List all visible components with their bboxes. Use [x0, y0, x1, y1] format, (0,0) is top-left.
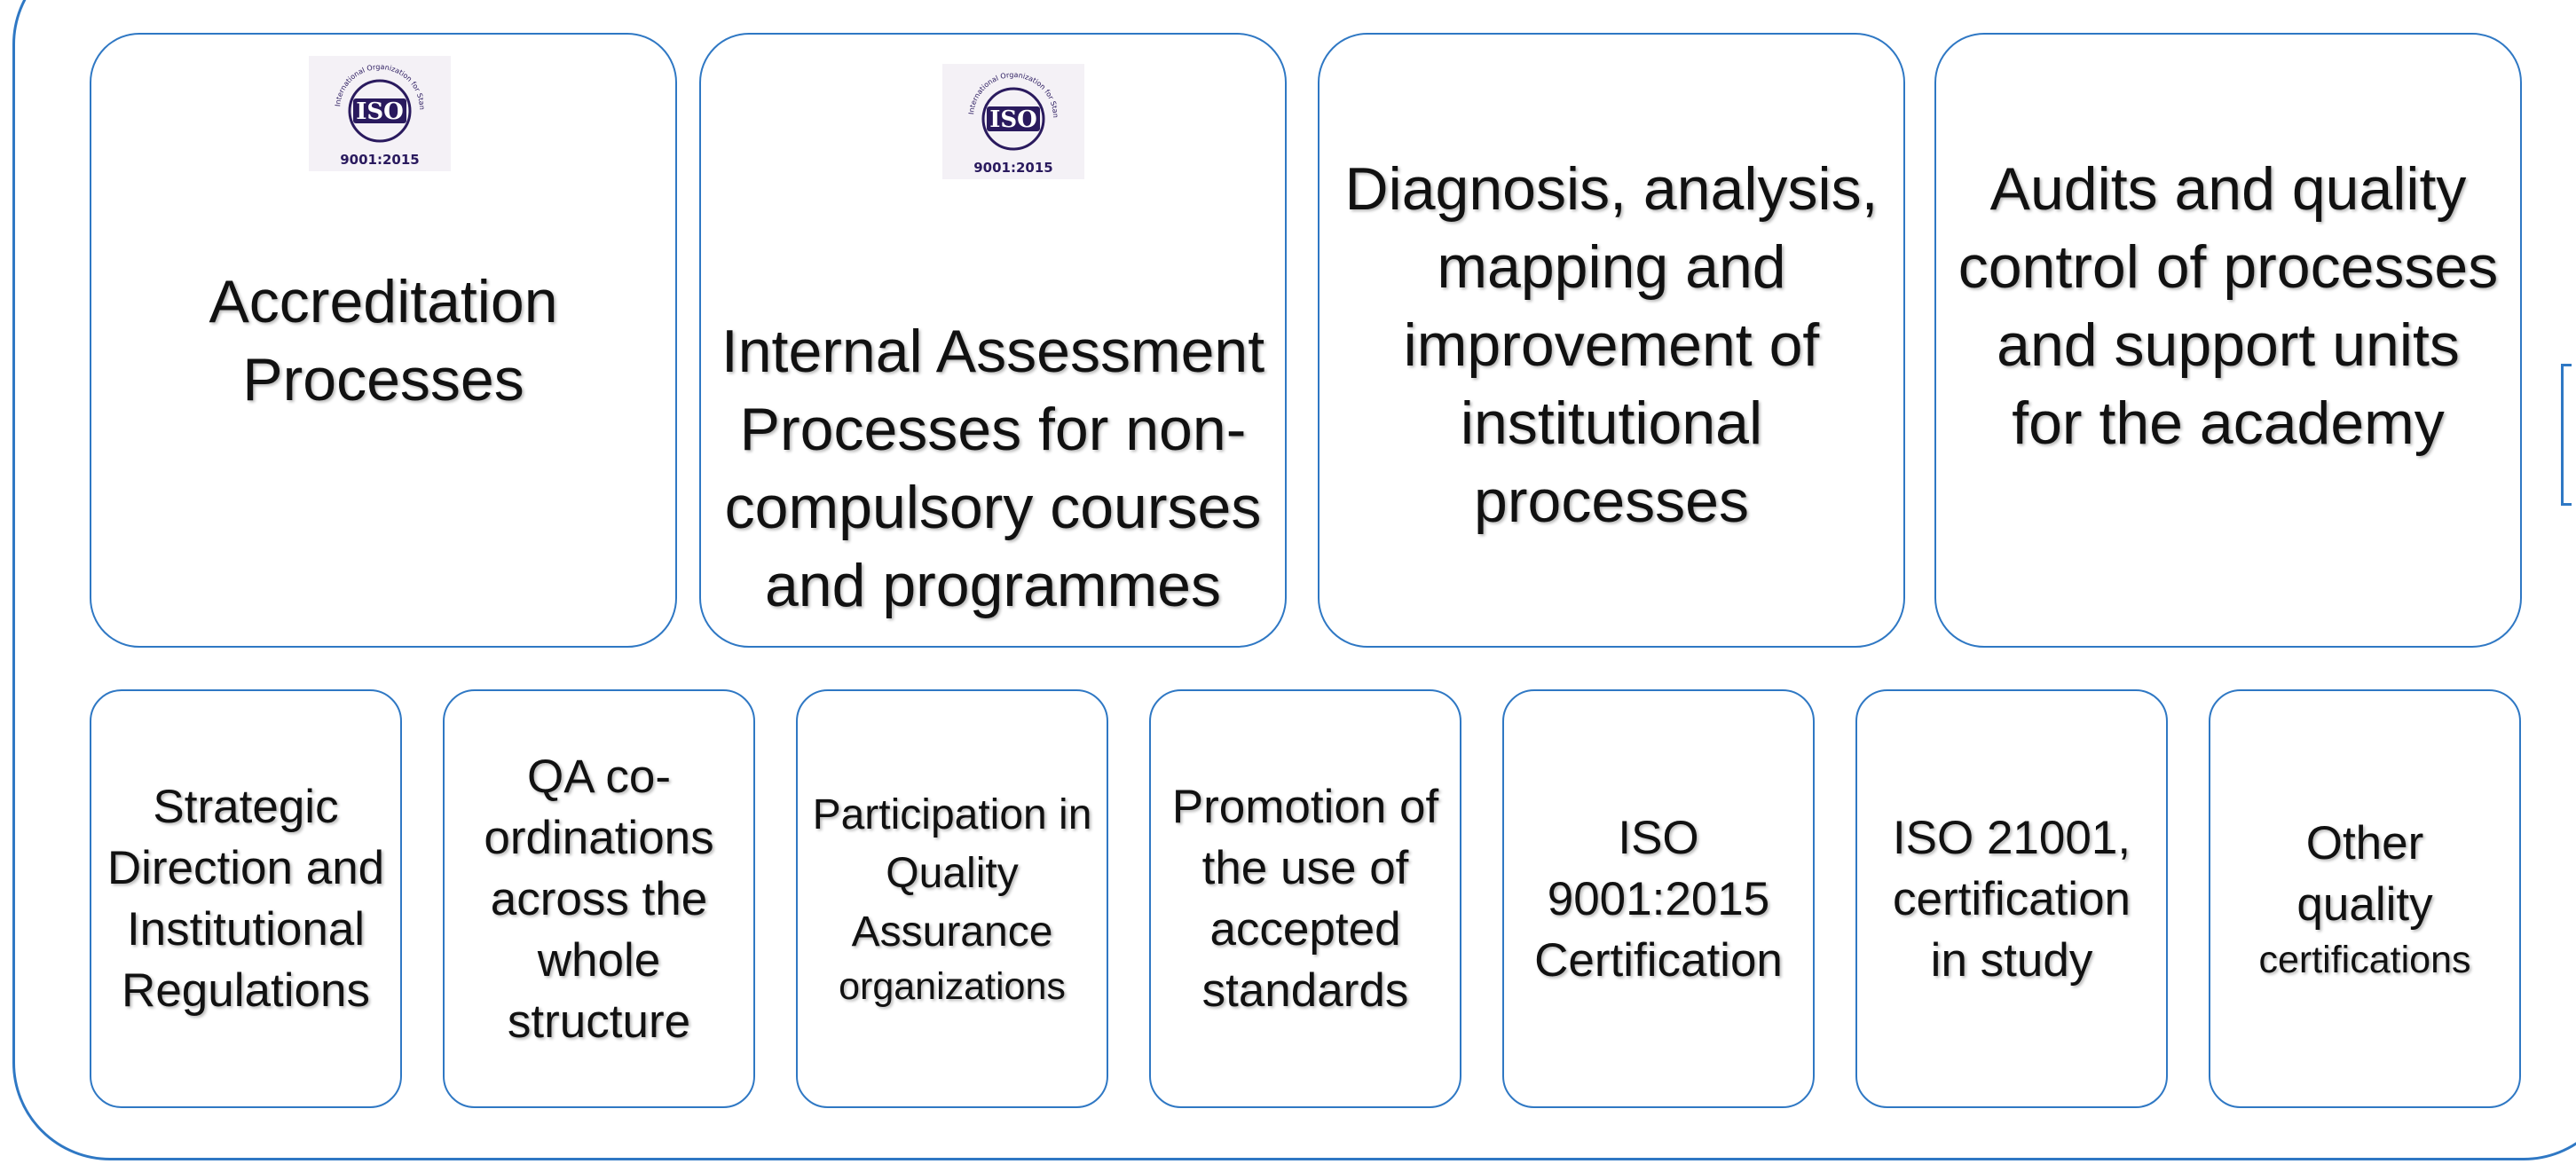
box-diagnosis-analysis: Diagnosis, analysis, mapping and improve…: [1318, 33, 1905, 648]
box-label: Audits and quality control of processes …: [1958, 155, 2499, 457]
box-label-line1: Participation in Quality Assurance: [812, 791, 1092, 956]
box-promotion-standards: Promotion of the use of accepted standar…: [1149, 689, 1461, 1108]
iso-logo-icon: ISO International Organization for Stand…: [309, 56, 451, 171]
box-label-line1: Other quality: [2296, 817, 2433, 931]
box-label: QA co-ordinations across the whole struc…: [484, 750, 714, 1048]
box-iso-9001-certification: ISO 9001:2015 Certification: [1502, 689, 1815, 1108]
svg-text:9001:2015: 9001:2015: [340, 152, 420, 168]
side-bracket-mark: [2561, 364, 2572, 506]
box-internal-assessment: Internal Assessment Processes for non-co…: [699, 33, 1287, 648]
box-label: Accreditation Processes: [209, 267, 558, 413]
svg-text:ISO: ISO: [356, 98, 404, 125]
box-strategic-direction: Strategic Direction and Institutional Re…: [90, 689, 402, 1108]
box-iso-21001-certification: ISO 21001, certification in study: [1855, 689, 2168, 1108]
box-label: Diagnosis, analysis, mapping and improve…: [1344, 155, 1879, 535]
outer-frame: [12, 0, 2576, 1160]
iso-logo-icon: ISO International Organization for Stand…: [942, 64, 1084, 179]
box-label: Other quality certifications: [2210, 813, 2519, 985]
svg-text:ISO: ISO: [989, 106, 1037, 133]
box-qa-coordinations: QA co-ordinations across the whole struc…: [443, 689, 755, 1108]
box-label: Internal Assessment Processes for non-co…: [721, 318, 1265, 619]
box-label: ISO 21001, certification in study: [1892, 811, 2131, 987]
box-label-line2: certifications: [2258, 939, 2471, 981]
svg-text:9001:2015: 9001:2015: [973, 160, 1053, 176]
box-participation-qa-organizations: Participation in Quality Assurance organ…: [796, 689, 1108, 1108]
box-audits-quality-control: Audits and quality control of processes …: [1934, 33, 2522, 648]
box-label: Strategic Direction and Institutional Re…: [106, 781, 385, 1017]
box-label-line2: organizations: [839, 965, 1066, 1008]
box-label: ISO 9001:2015 Certification: [1534, 811, 1783, 987]
box-other-quality-certifications: Other quality certifications: [2209, 689, 2521, 1108]
box-label: Promotion of the use of accepted standar…: [1171, 781, 1439, 1017]
box-label: Participation in Quality Assurance organ…: [798, 786, 1107, 1011]
